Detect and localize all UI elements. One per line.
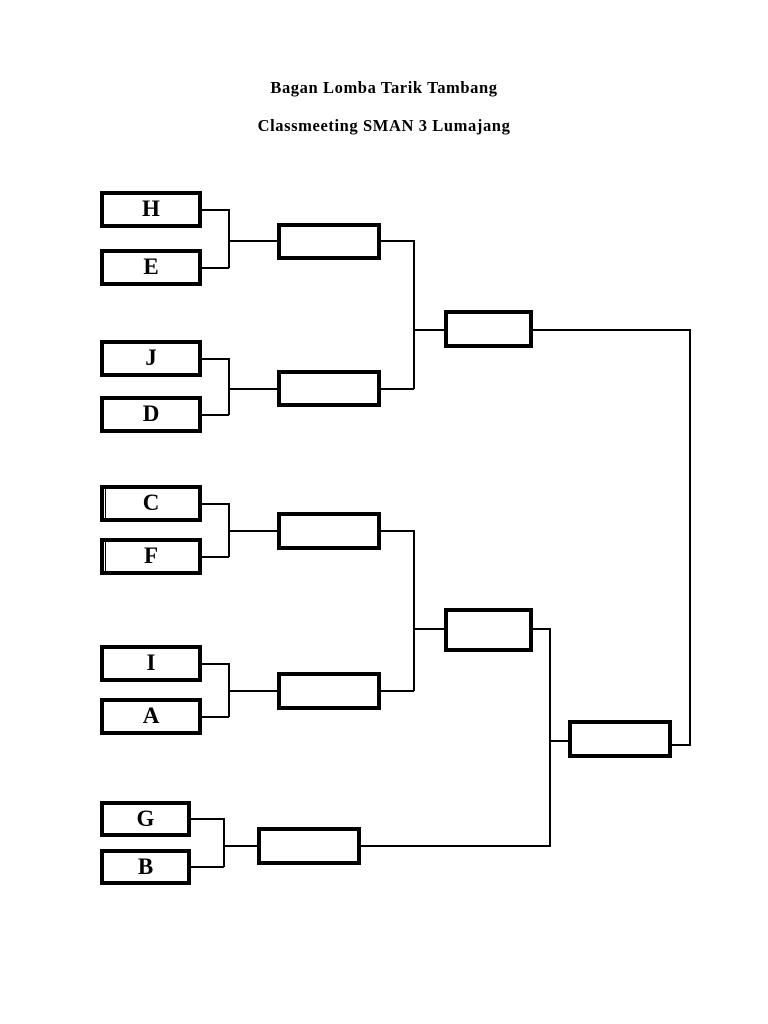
connector-uppersemi-run: [533, 329, 691, 331]
connector-final-in: [549, 740, 569, 742]
connector-right-rail-to-final: [672, 744, 691, 746]
round2-slot-jd[interactable]: [277, 370, 381, 407]
team-box-g[interactable]: G: [100, 801, 191, 837]
connector-lowersemi-to-final: [533, 628, 551, 630]
connector-he-out: [228, 240, 278, 242]
team-label-a: A: [142, 703, 160, 728]
connector-gb-out: [223, 845, 258, 847]
connector-b-stub: [191, 866, 224, 868]
team-box-e[interactable]: E: [100, 249, 202, 286]
connector-d-stub: [202, 414, 229, 416]
round2-slot-ia[interactable]: [277, 672, 381, 710]
round3-slot-lower[interactable]: [444, 608, 533, 652]
team-label-d: D: [142, 401, 160, 426]
round2-slot-cf[interactable]: [277, 512, 381, 550]
connector-e-stub: [202, 267, 229, 269]
connector-h-stub: [202, 209, 229, 211]
connector-r2gb-to-final: [361, 845, 551, 847]
page-title: Bagan Lomba Tarik Tambang: [270, 78, 498, 97]
connector-final-join: [549, 628, 551, 847]
connector-r2he-to-semi: [381, 240, 414, 242]
team-box-c[interactable]: C: [100, 485, 202, 522]
connector-r2ia-to-semi: [381, 690, 414, 692]
team-box-f[interactable]: F: [100, 538, 202, 575]
connector-lower-semi-out: [413, 628, 445, 630]
round3-slot-upper[interactable]: [444, 310, 533, 348]
connector-g-stub: [191, 818, 224, 820]
connector-cf-out: [228, 530, 278, 532]
team-box-d[interactable]: D: [100, 396, 202, 433]
connector-i-stub: [202, 663, 229, 665]
round2-slot-gb[interactable]: [257, 827, 361, 865]
team-label-g: G: [136, 805, 155, 831]
connector-r2jd-to-semi: [381, 388, 414, 390]
round2-slot-he[interactable]: [277, 223, 381, 260]
connector-upper-semi-join: [413, 240, 415, 389]
team-label-i: I: [146, 650, 156, 675]
team-label-f: F: [143, 543, 159, 568]
team-label-b: B: [137, 853, 154, 879]
connector-j-stub: [202, 358, 229, 360]
connector-jd-join: [228, 358, 230, 415]
team-box-h[interactable]: H: [100, 191, 202, 228]
connector-c-stub: [202, 503, 229, 505]
team-label-e: E: [143, 254, 159, 279]
connector-r2cf-to-semi: [381, 530, 414, 532]
team-box-a[interactable]: A: [100, 698, 202, 735]
connector-f-stub: [202, 556, 229, 558]
team-label-c: C: [142, 490, 160, 515]
connector-ia-out: [228, 690, 278, 692]
page-subtitle: Classmeeting SMAN 3 Lumajang: [257, 116, 511, 135]
final-slot[interactable]: [568, 720, 672, 758]
connector-upper-semi-out: [413, 329, 445, 331]
connector-he-join: [228, 209, 230, 268]
connector-right-rail: [689, 329, 691, 745]
team-box-i[interactable]: I: [100, 645, 202, 682]
team-box-j[interactable]: J: [100, 340, 202, 377]
connector-jd-out: [228, 388, 278, 390]
team-label-h: H: [142, 196, 160, 221]
connector-gb-join: [223, 818, 225, 867]
connector-a-stub: [202, 716, 229, 718]
team-box-b[interactable]: B: [100, 849, 191, 885]
team-label-j: J: [145, 345, 157, 370]
connector-lower-semi-join: [413, 530, 415, 691]
